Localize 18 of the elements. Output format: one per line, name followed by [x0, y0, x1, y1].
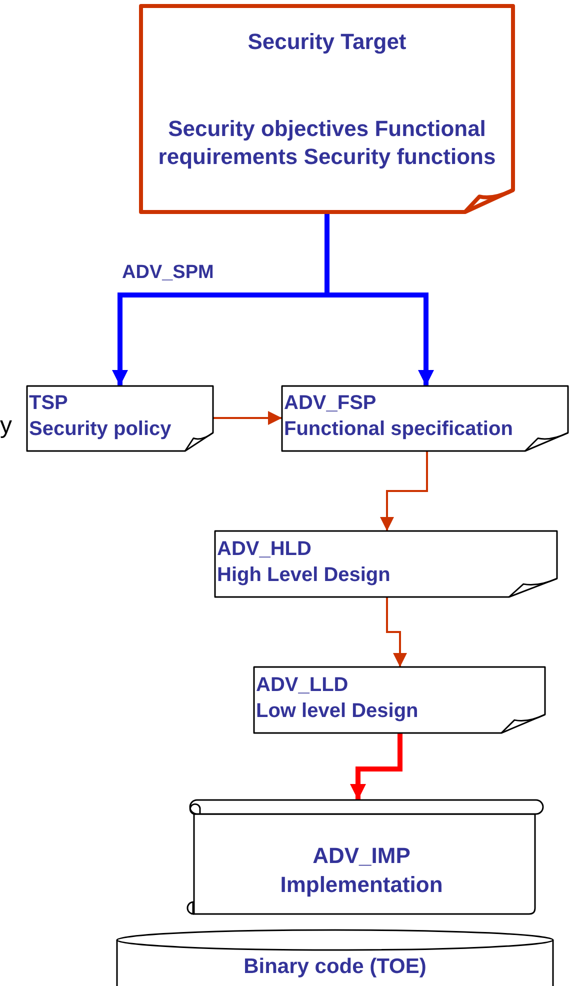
node-text: High Level Design — [216, 563, 392, 588]
arrow — [350, 733, 402, 800]
arrow — [386, 597, 407, 667]
node-text: Binary code (TOE) — [242, 954, 428, 980]
node-heading: Security Target — [246, 28, 408, 56]
node-heading: ADV_IMP — [312, 842, 412, 870]
node-heading: ADV_FSP — [283, 391, 378, 416]
node-heading: ADV_LLD — [255, 673, 350, 698]
node-heading: ADV_HLD — [216, 537, 312, 562]
arrow — [380, 451, 428, 531]
arrow — [213, 411, 282, 425]
node-heading: TSP — [28, 391, 69, 416]
node-text: Low level Design — [255, 699, 420, 724]
node-text: Security objectives Functional requirements Security functions — [157, 114, 497, 172]
node-text: Functional specification — [283, 417, 514, 442]
node-text: Implementation — [279, 870, 444, 899]
text-fragment: y — [0, 412, 12, 440]
node-text: Security policy — [28, 417, 172, 442]
